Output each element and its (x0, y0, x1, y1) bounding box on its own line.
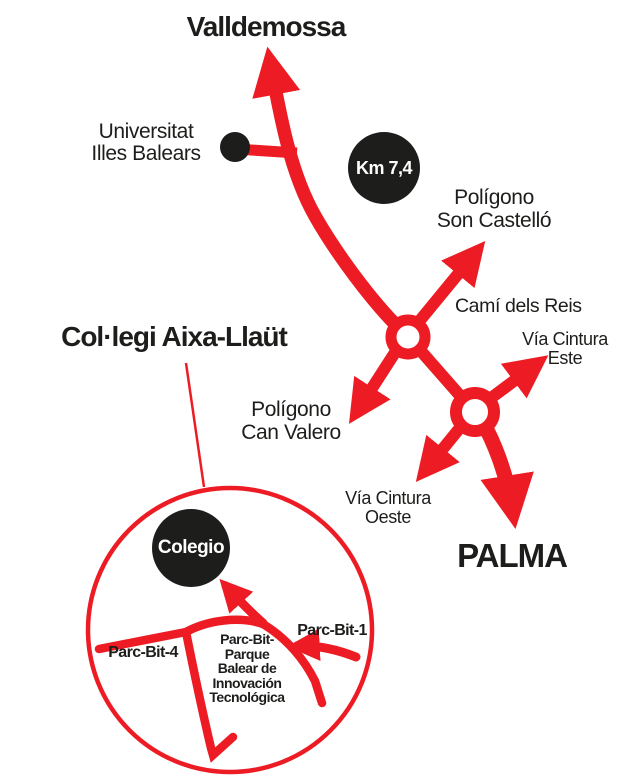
km-marker-label: Km 7,4 (355, 157, 413, 178)
label-parc-bit-park-name: Parc-Bit- Parque Balear de Innovación Te… (199, 632, 295, 705)
label-cami-dels-reis: Camí dels Reis (455, 295, 582, 317)
label-poligono-can-valero: Polígono Can Valero (211, 398, 371, 444)
colegio-label: Colegio (157, 537, 225, 558)
label-son-castello-line1: Polígono (454, 186, 534, 209)
roundabout-via-cintura (450, 387, 500, 437)
km-marker-badge: Km 7,4 (348, 132, 420, 204)
inset-pointer-line (184, 362, 206, 488)
label-valldemossa: Valldemossa (186, 11, 347, 42)
label-can-valero-line2: Can Valero (241, 421, 341, 444)
main-road-valldemossa-arrow (252, 46, 407, 336)
label-can-valero-line1: Polígono (251, 398, 331, 421)
universitat-dot (220, 132, 250, 162)
roundabout-cami-dels-reis (385, 314, 431, 360)
label-via-cintura-oeste: Vía Cintura Oeste (328, 489, 448, 526)
inset-road-parc-bit-4 (94, 627, 191, 654)
inset-magnifier-circle (85, 485, 375, 775)
label-parc-bit-4: Parc-Bit-4 (108, 644, 178, 661)
inset-road-southbound (181, 627, 238, 763)
park-name-line1: Parc-Bit- (220, 631, 274, 647)
inset-colegio-arrow (219, 578, 268, 628)
label-palma: PALMA (457, 537, 568, 574)
roundabout-connector-road (415, 346, 468, 403)
label-parc-bit-1: Parc-Bit-1 (297, 622, 367, 639)
label-son-castello-line2: Son Castelló (436, 209, 552, 232)
park-name-line5: Tecnológica (209, 689, 285, 705)
label-via-cintura-oeste-line1: Vía Cintura (345, 488, 431, 508)
label-via-cintura-este: Vía Cintura Este (505, 330, 625, 367)
can-valero-arrow (348, 347, 402, 424)
label-via-cintura-este-line1: Vía Cintura (522, 329, 608, 349)
via-cintura-este-arrow (487, 355, 549, 403)
label-universitat: Universitat Illes Balears (66, 121, 226, 165)
label-via-cintura-oeste-line2: Oeste (364, 506, 412, 527)
label-universitat-line2: Illes Balears (91, 142, 201, 165)
park-name-line3: Balear de (217, 660, 277, 676)
school-title: Col·legi Aixa-Llaüt (61, 321, 288, 352)
colegio-marker: Colegio (152, 509, 230, 587)
via-cintura-oeste-arrow (415, 425, 464, 483)
inset-parc-bit-1-arrow (287, 628, 361, 662)
label-universitat-line1: Universitat (98, 120, 194, 143)
label-via-cintura-este-line2: Este (547, 347, 583, 368)
park-name-line2: Parque (224, 645, 270, 662)
son-castello-arrow (412, 240, 486, 328)
label-poligono-son-castello: Polígono Son Castelló (414, 186, 574, 232)
palma-arrow (480, 426, 534, 530)
park-name-line4: Innovación (212, 674, 282, 691)
